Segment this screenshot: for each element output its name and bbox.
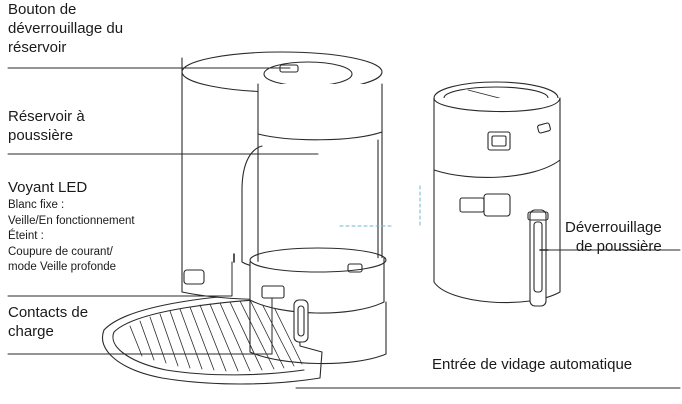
led-status-line: Veille/En fonctionnement	[8, 214, 135, 227]
label-tank-release-button: Bouton de déverrouillage du réservoir	[8, 0, 123, 57]
led-title: Voyant LED	[8, 179, 88, 196]
led-status-line: Blanc fixe :	[8, 199, 65, 211]
label-dust-tank: Réservoir à poussière	[8, 107, 85, 145]
led-status-line: Éteint :	[8, 230, 44, 242]
leader-led	[7, 261, 233, 297]
label-line: Contacts de	[8, 304, 89, 321]
led-status-list: Blanc fixe : Veille/En fonctionnement Ét…	[8, 198, 135, 276]
label-line: déverrouillage du	[8, 20, 124, 37]
label-line: réservoir	[8, 39, 67, 56]
led-status-line: mode Veille profonde	[8, 261, 117, 273]
dust-container	[433, 81, 561, 307]
label-line: de poussière	[575, 238, 662, 255]
dock-body	[181, 51, 387, 365]
label-dust-unlock: Déverrouillage de poussière	[565, 218, 662, 256]
leader-contacts	[7, 297, 273, 355]
label-auto-empty-inlet: Entrée de vidage automatique	[432, 356, 633, 373]
label-line: Déverrouillage	[565, 219, 662, 236]
callout-lines	[7, 67, 681, 389]
led-status-line: Coupure de courant/	[8, 245, 113, 258]
label-line: poussière	[8, 127, 74, 144]
label-line: charge	[8, 323, 54, 340]
base-plate	[101, 291, 323, 385]
label-charging-contacts: Contacts de charge	[8, 303, 88, 341]
label-led-indicator: Voyant LED	[8, 178, 87, 197]
label-line: Réservoir à	[8, 108, 85, 125]
label-line: Bouton de	[8, 1, 77, 18]
